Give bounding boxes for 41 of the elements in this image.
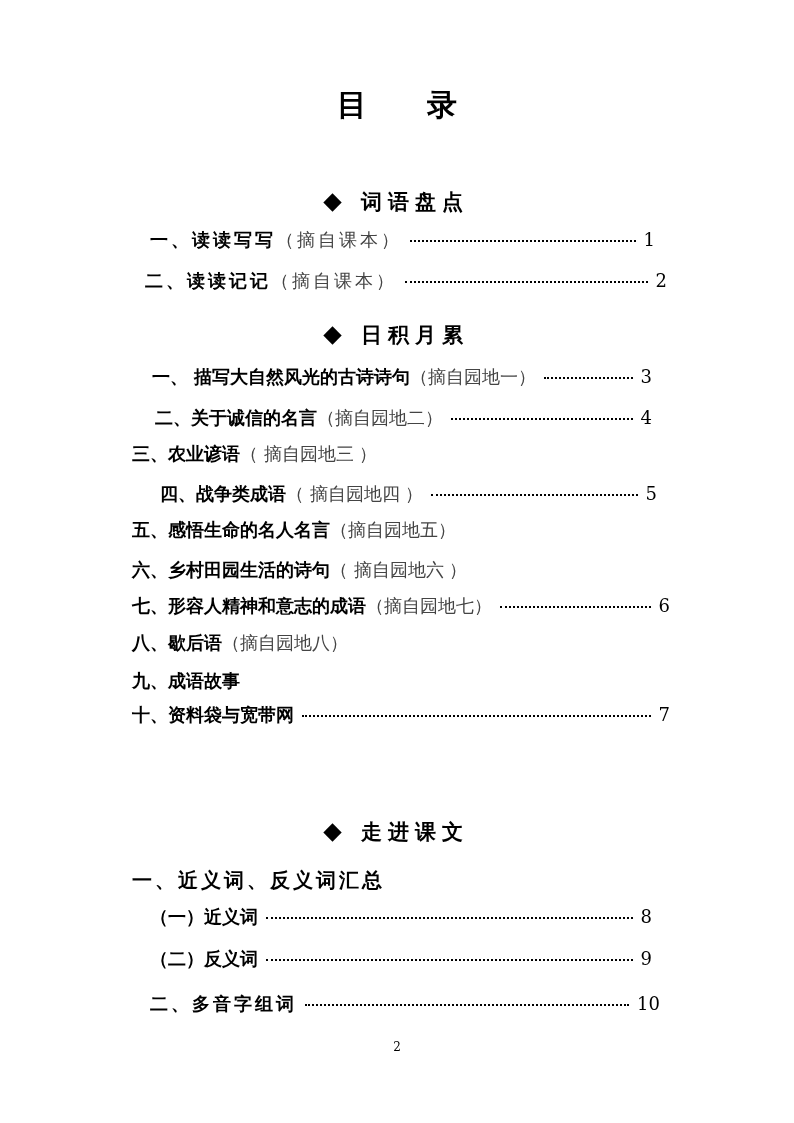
- page-number: 9: [640, 948, 652, 969]
- page-number: 7: [658, 704, 670, 725]
- page-number: 3: [640, 366, 652, 387]
- source-note: （ 摘自园地四 ）: [286, 482, 424, 506]
- entry-title: 八、歇后语: [132, 631, 222, 655]
- page-number: 1: [643, 229, 655, 250]
- entry-title: 二、关于诚信的名言: [155, 406, 317, 430]
- source-note: （摘自园地八）: [222, 631, 348, 655]
- entry-title: 四、战争类成语: [160, 482, 286, 506]
- source-note: （摘自园地七）: [366, 594, 492, 618]
- entry-title: （一）近义词: [150, 905, 258, 929]
- page-number: 5: [645, 483, 657, 504]
- entry-title: 二、多音字组词: [150, 992, 297, 1016]
- source-note: （摘自园地二）: [317, 406, 443, 430]
- entry-title: 七、形容人精神和意志的成语: [132, 594, 366, 618]
- entry-title: 一、 描写大自然风光的古诗诗句: [152, 365, 411, 389]
- page-number: 8: [640, 906, 652, 927]
- section-heading: 词语盘点: [360, 188, 469, 216]
- entry-title: 一、读读写写: [150, 228, 276, 252]
- entry-title: 三、农业谚语: [132, 442, 240, 466]
- entry-title: 九、成语故事: [132, 669, 240, 693]
- page-number: 4: [640, 407, 652, 428]
- section-heading: 日积月累: [360, 321, 469, 349]
- source-note: （摘自课本）: [276, 228, 402, 252]
- section-heading: 走进课文: [360, 818, 469, 846]
- page-number: 10: [637, 993, 660, 1014]
- page-number: 6: [658, 595, 670, 616]
- source-note: （ 摘自园地六 ）: [330, 558, 468, 582]
- source-note: （摘自园地一）: [410, 365, 537, 389]
- entry-title: 一、近义词、反义词汇总: [132, 867, 385, 894]
- entry-title: （二）反义词: [150, 947, 258, 971]
- source-note: （摘自园地五）: [330, 518, 456, 542]
- source-note: （摘自课本）: [271, 269, 397, 293]
- page-title: 目录: [336, 86, 518, 124]
- page-number: 2: [655, 270, 667, 291]
- entry-title: 六、乡村田园生活的诗句: [132, 558, 330, 582]
- entry-title: 二、读读记记: [145, 269, 271, 293]
- entry-title: 十、资料袋与宽带网: [132, 703, 294, 727]
- source-note: （ 摘自园地三 ）: [240, 442, 378, 466]
- entry-title: 五、感悟生命的名人名言: [132, 518, 330, 542]
- page-footer-number: 2: [392, 1040, 402, 1054]
